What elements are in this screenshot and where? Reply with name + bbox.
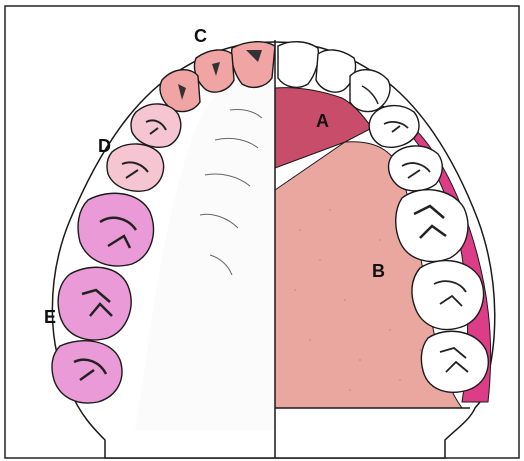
tooth-right-first-premolar <box>369 106 419 148</box>
label-d: D <box>98 136 111 156</box>
tooth-left-second-premolar <box>107 144 164 191</box>
tooth-left-second-molar <box>58 267 131 340</box>
label-b: B <box>372 261 385 281</box>
tooth-right-second-molar <box>412 261 484 330</box>
label-e: E <box>44 307 56 327</box>
tooth-right-third-molar <box>421 331 488 392</box>
label-a: A <box>316 111 329 131</box>
tooth-left-third-molar <box>52 341 122 403</box>
tooth-left-first-premolar <box>131 104 181 147</box>
label-c: C <box>194 26 207 46</box>
tooth-left-first-molar <box>78 193 153 266</box>
tooth-right-second-premolar <box>389 146 443 191</box>
